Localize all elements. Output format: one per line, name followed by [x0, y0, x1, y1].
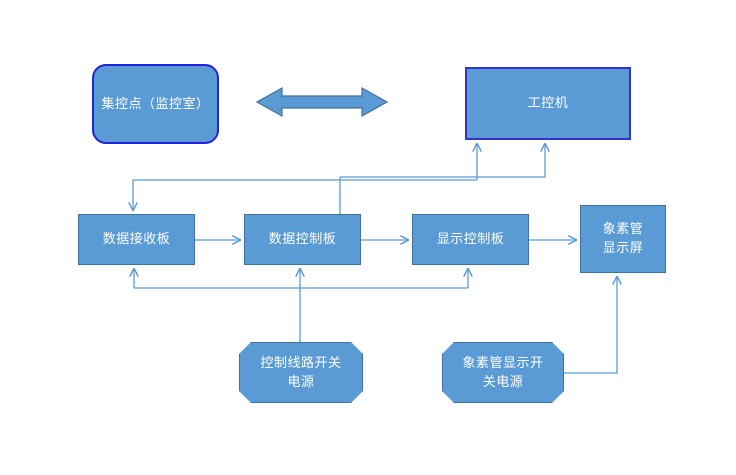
node-pixel-tube-display[interactable]: 象素管 显示屏	[580, 205, 666, 273]
node-industrial-computer[interactable]: 工控机	[465, 67, 631, 140]
node-display-control-board[interactable]: 显示控制板	[412, 214, 529, 265]
wire-pixel-power-to-pixel-display	[564, 277, 617, 374]
octagon-shape	[239, 342, 363, 403]
node-data-receiver-board[interactable]: 数据接收板	[78, 214, 195, 265]
node-control-line-switch-power-label: 控制线路开关 电源	[260, 354, 342, 389]
node-control-center[interactable]: 集控点（监控室）	[92, 64, 219, 144]
node-display-control-board-label: 显示控制板	[436, 231, 505, 247]
bidirectional-arrow-icon	[256, 86, 388, 118]
node-data-control-board-label: 数据控制板	[268, 231, 337, 247]
node-industrial-computer-label: 工控机	[527, 95, 569, 111]
node-data-control-board[interactable]: 数据控制板	[244, 214, 361, 265]
node-data-receiver-board-label: 数据接收板	[102, 231, 171, 247]
node-pixel-tube-display-label: 象素管 显示屏	[602, 221, 644, 255]
node-pixel-tube-display-switch-power[interactable]: 象素管显示开 关电源	[442, 342, 564, 403]
octagon-shape	[442, 342, 564, 403]
node-control-line-switch-power[interactable]: 控制线路开关 电源	[239, 342, 363, 403]
node-control-center-label: 集控点（监控室）	[101, 95, 210, 111]
node-pixel-tube-display-switch-power-label: 象素管显示开 关电源	[462, 354, 544, 389]
